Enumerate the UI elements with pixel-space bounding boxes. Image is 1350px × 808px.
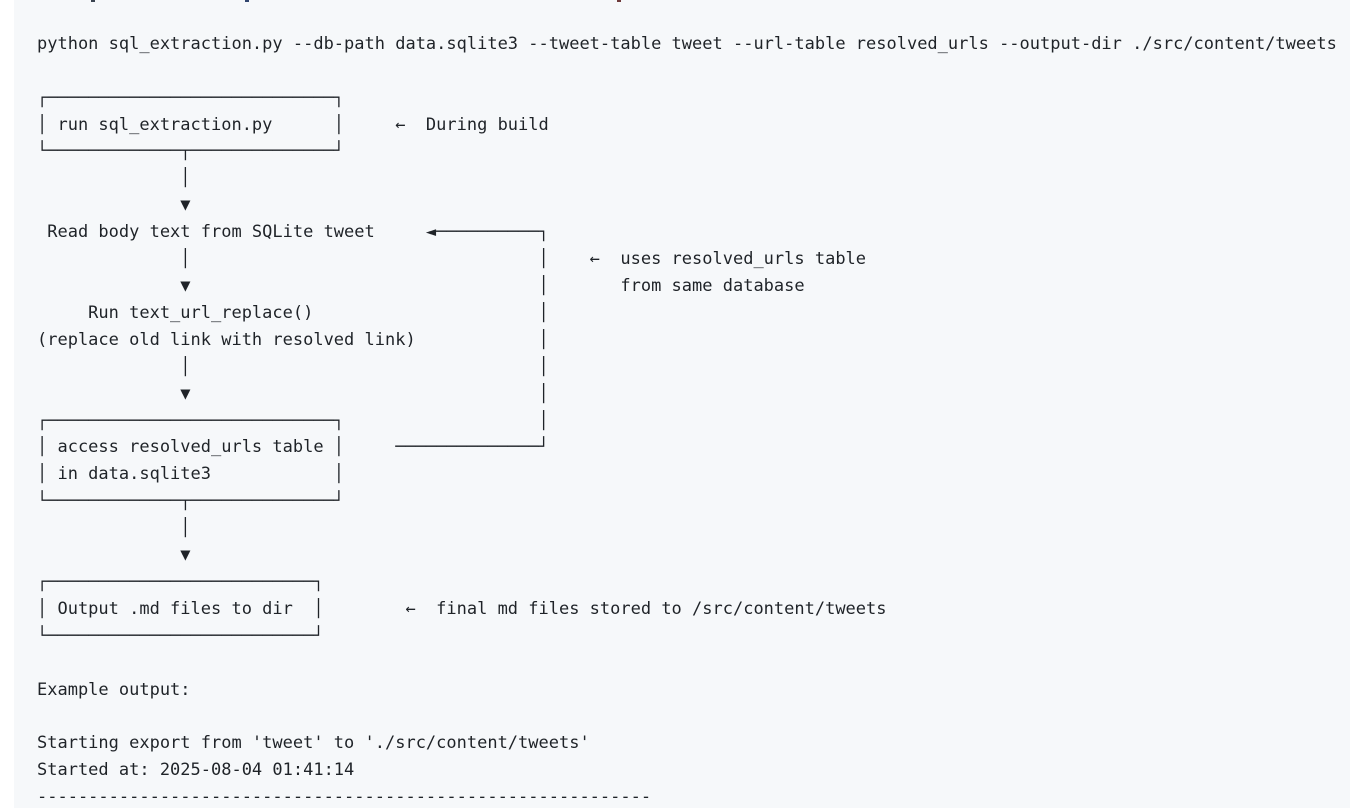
code-text: python sql_extraction.py --db-path data.… — [37, 33, 1337, 808]
clipped-line-remnant — [617, 0, 621, 2]
clipped-line-remnant — [245, 0, 249, 2]
code-block: python sql_extraction.py --db-path data.… — [14, 0, 1350, 808]
ascii-flowchart-pre: python sql_extraction.py --db-path data.… — [14, 0, 1350, 808]
clipped-line-remnant — [91, 0, 95, 2]
